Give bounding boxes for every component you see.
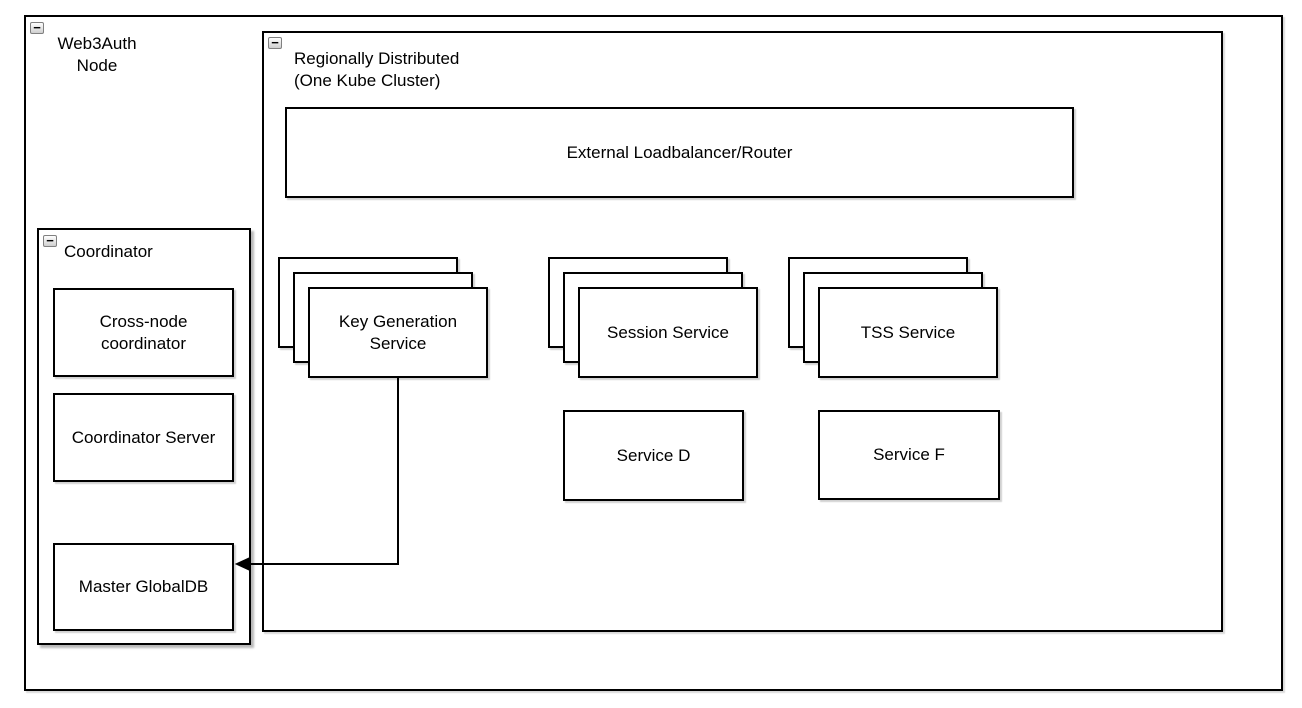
group-label-web3auth-node: Web3Auth Node — [57, 34, 137, 75]
shape-external-loadbalancer[interactable]: External Loadbalancer/Router — [285, 107, 1074, 198]
shape-service-f[interactable]: Service F — [818, 410, 1000, 500]
shape-cross-node-coordinator[interactable]: Cross-node coordinator — [53, 288, 234, 377]
group-label-coordinator: Coordinator — [64, 242, 153, 261]
shape-coordinator-server[interactable]: Coordinator Server — [53, 393, 234, 482]
shape-key-generation-service[interactable]: Key Generation Service — [308, 287, 488, 378]
group-web3auth-node[interactable] — [24, 15, 1283, 691]
collapse-icon[interactable]: − — [30, 21, 44, 34]
shape-tss-service[interactable]: TSS Service — [818, 287, 998, 378]
group-regionally-distributed[interactable] — [262, 31, 1223, 632]
shape-service-d[interactable]: Service D — [563, 410, 744, 501]
shape-master-globaldb[interactable]: Master GlobalDB — [53, 543, 234, 631]
collapse-icon[interactable]: − — [43, 234, 57, 247]
shape-session-service[interactable]: Session Service — [578, 287, 758, 378]
group-label-regionally-distributed: Regionally Distributed (One Kube Cluster… — [294, 49, 460, 90]
collapse-icon[interactable]: − — [268, 36, 282, 49]
